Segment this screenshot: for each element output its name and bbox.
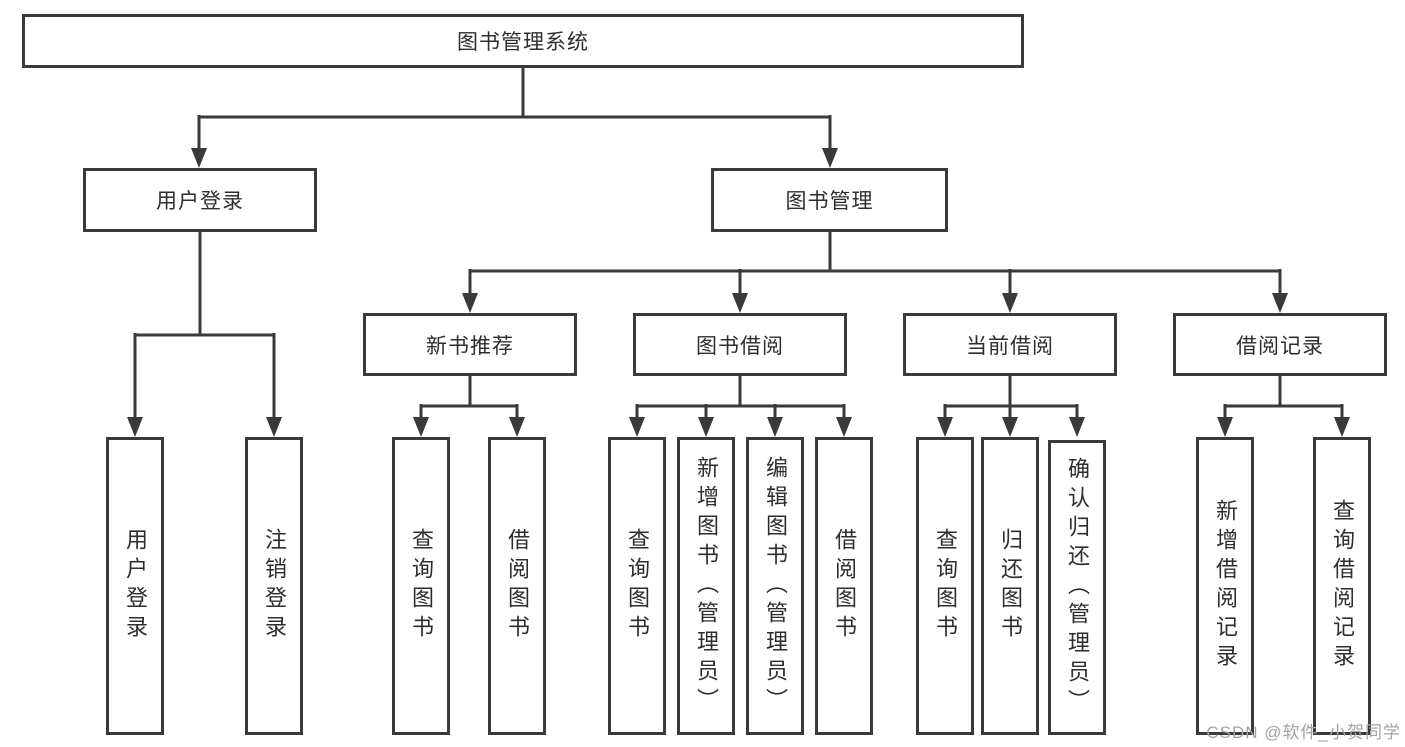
arrowhead-icon xyxy=(698,417,714,437)
leaf-logout-label: 注销登录 xyxy=(262,528,287,644)
leaf-borrow-books-borrowing: 借阅图书 xyxy=(815,437,873,735)
csdn-watermark: CSDN @软件_小贺同学 xyxy=(1206,723,1401,742)
leaf-add-borrow-record: 新增借阅记录 xyxy=(1196,437,1254,735)
arrowhead-icon xyxy=(1002,417,1018,437)
node-library-system: 图书管理系统 xyxy=(22,14,1024,68)
leaf-query-books-recommend: 查询图书 xyxy=(392,437,450,735)
node-book-borrowing-label: 图书借阅 xyxy=(696,334,784,358)
arrowhead-icon xyxy=(1217,417,1233,437)
node-new-book-recommend: 新书推荐 xyxy=(363,313,577,376)
node-user-login-label: 用户登录 xyxy=(156,190,244,213)
node-borrow-records: 借阅记录 xyxy=(1173,313,1387,376)
leaf-edit-book-admin: 编辑图书（管理员） xyxy=(746,437,804,735)
leaf-query-borrow-record-label: 查询借阅记录 xyxy=(1330,499,1355,673)
node-current-borrowing-label: 当前借阅 xyxy=(966,334,1054,358)
leaf-borrow-books-borrowing-label: 借阅图书 xyxy=(832,528,857,644)
node-new-book-recommend-label: 新书推荐 xyxy=(426,334,514,358)
leaf-logout: 注销登录 xyxy=(245,437,303,735)
arrowhead-icon xyxy=(509,417,525,437)
arrowhead-icon xyxy=(732,293,748,313)
leaf-add-borrow-record-label: 新增借阅记录 xyxy=(1213,499,1238,673)
leaf-query-books-recommend-label: 查询图书 xyxy=(409,528,434,644)
leaf-user-login-label: 用户登录 xyxy=(123,528,148,644)
arrowhead-icon xyxy=(127,417,143,437)
leaf-query-books-borrowing: 查询图书 xyxy=(608,437,666,735)
leaf-borrow-books-recommend-label: 借阅图书 xyxy=(505,528,530,644)
arrowhead-icon xyxy=(629,417,645,437)
leaf-add-book-admin-label: 新增图书（管理员） xyxy=(694,455,719,717)
leaf-query-books-current-label: 查询图书 xyxy=(933,528,958,644)
arrowheads xyxy=(127,148,1350,437)
node-book-management-label: 图书管理 xyxy=(785,190,874,213)
arrowhead-icon xyxy=(937,417,953,437)
leaf-confirm-return-admin: 确认归还（管理员） xyxy=(1048,440,1106,735)
arrowhead-icon xyxy=(462,293,478,313)
leaf-confirm-return-admin-label: 确认归还（管理员） xyxy=(1065,457,1090,718)
arrowhead-icon xyxy=(1272,293,1288,313)
leaf-add-book-admin: 新增图书（管理员） xyxy=(677,437,735,735)
arrowhead-icon xyxy=(1334,417,1350,437)
arrowhead-icon xyxy=(836,417,852,437)
arrowhead-icon xyxy=(822,148,838,168)
leaf-query-books-borrowing-label: 查询图书 xyxy=(625,528,650,644)
arrowhead-icon xyxy=(1069,417,1085,437)
connector-segments xyxy=(133,68,1344,419)
node-book-management: 图书管理 xyxy=(711,168,948,232)
arrowhead-icon xyxy=(413,417,429,437)
arrowhead-icon xyxy=(191,148,207,168)
arrowhead-icon xyxy=(266,417,282,437)
node-borrow-records-label: 借阅记录 xyxy=(1236,334,1324,358)
leaf-query-borrow-record: 查询借阅记录 xyxy=(1313,437,1371,735)
node-library-system-label: 图书管理系统 xyxy=(457,31,589,54)
leaf-user-login: 用户登录 xyxy=(106,437,164,735)
leaf-return-books: 归还图书 xyxy=(981,437,1039,735)
arrowhead-icon xyxy=(1002,293,1018,313)
node-current-borrowing: 当前借阅 xyxy=(903,313,1117,376)
node-book-borrowing: 图书借阅 xyxy=(633,313,847,376)
leaf-borrow-books-recommend: 借阅图书 xyxy=(488,437,546,735)
leaf-query-books-current: 查询图书 xyxy=(916,437,974,735)
leaf-return-books-label: 归还图书 xyxy=(998,528,1023,644)
arrowhead-icon xyxy=(767,417,783,437)
leaf-edit-book-admin-label: 编辑图书（管理员） xyxy=(763,455,788,717)
node-user-login: 用户登录 xyxy=(83,168,317,232)
